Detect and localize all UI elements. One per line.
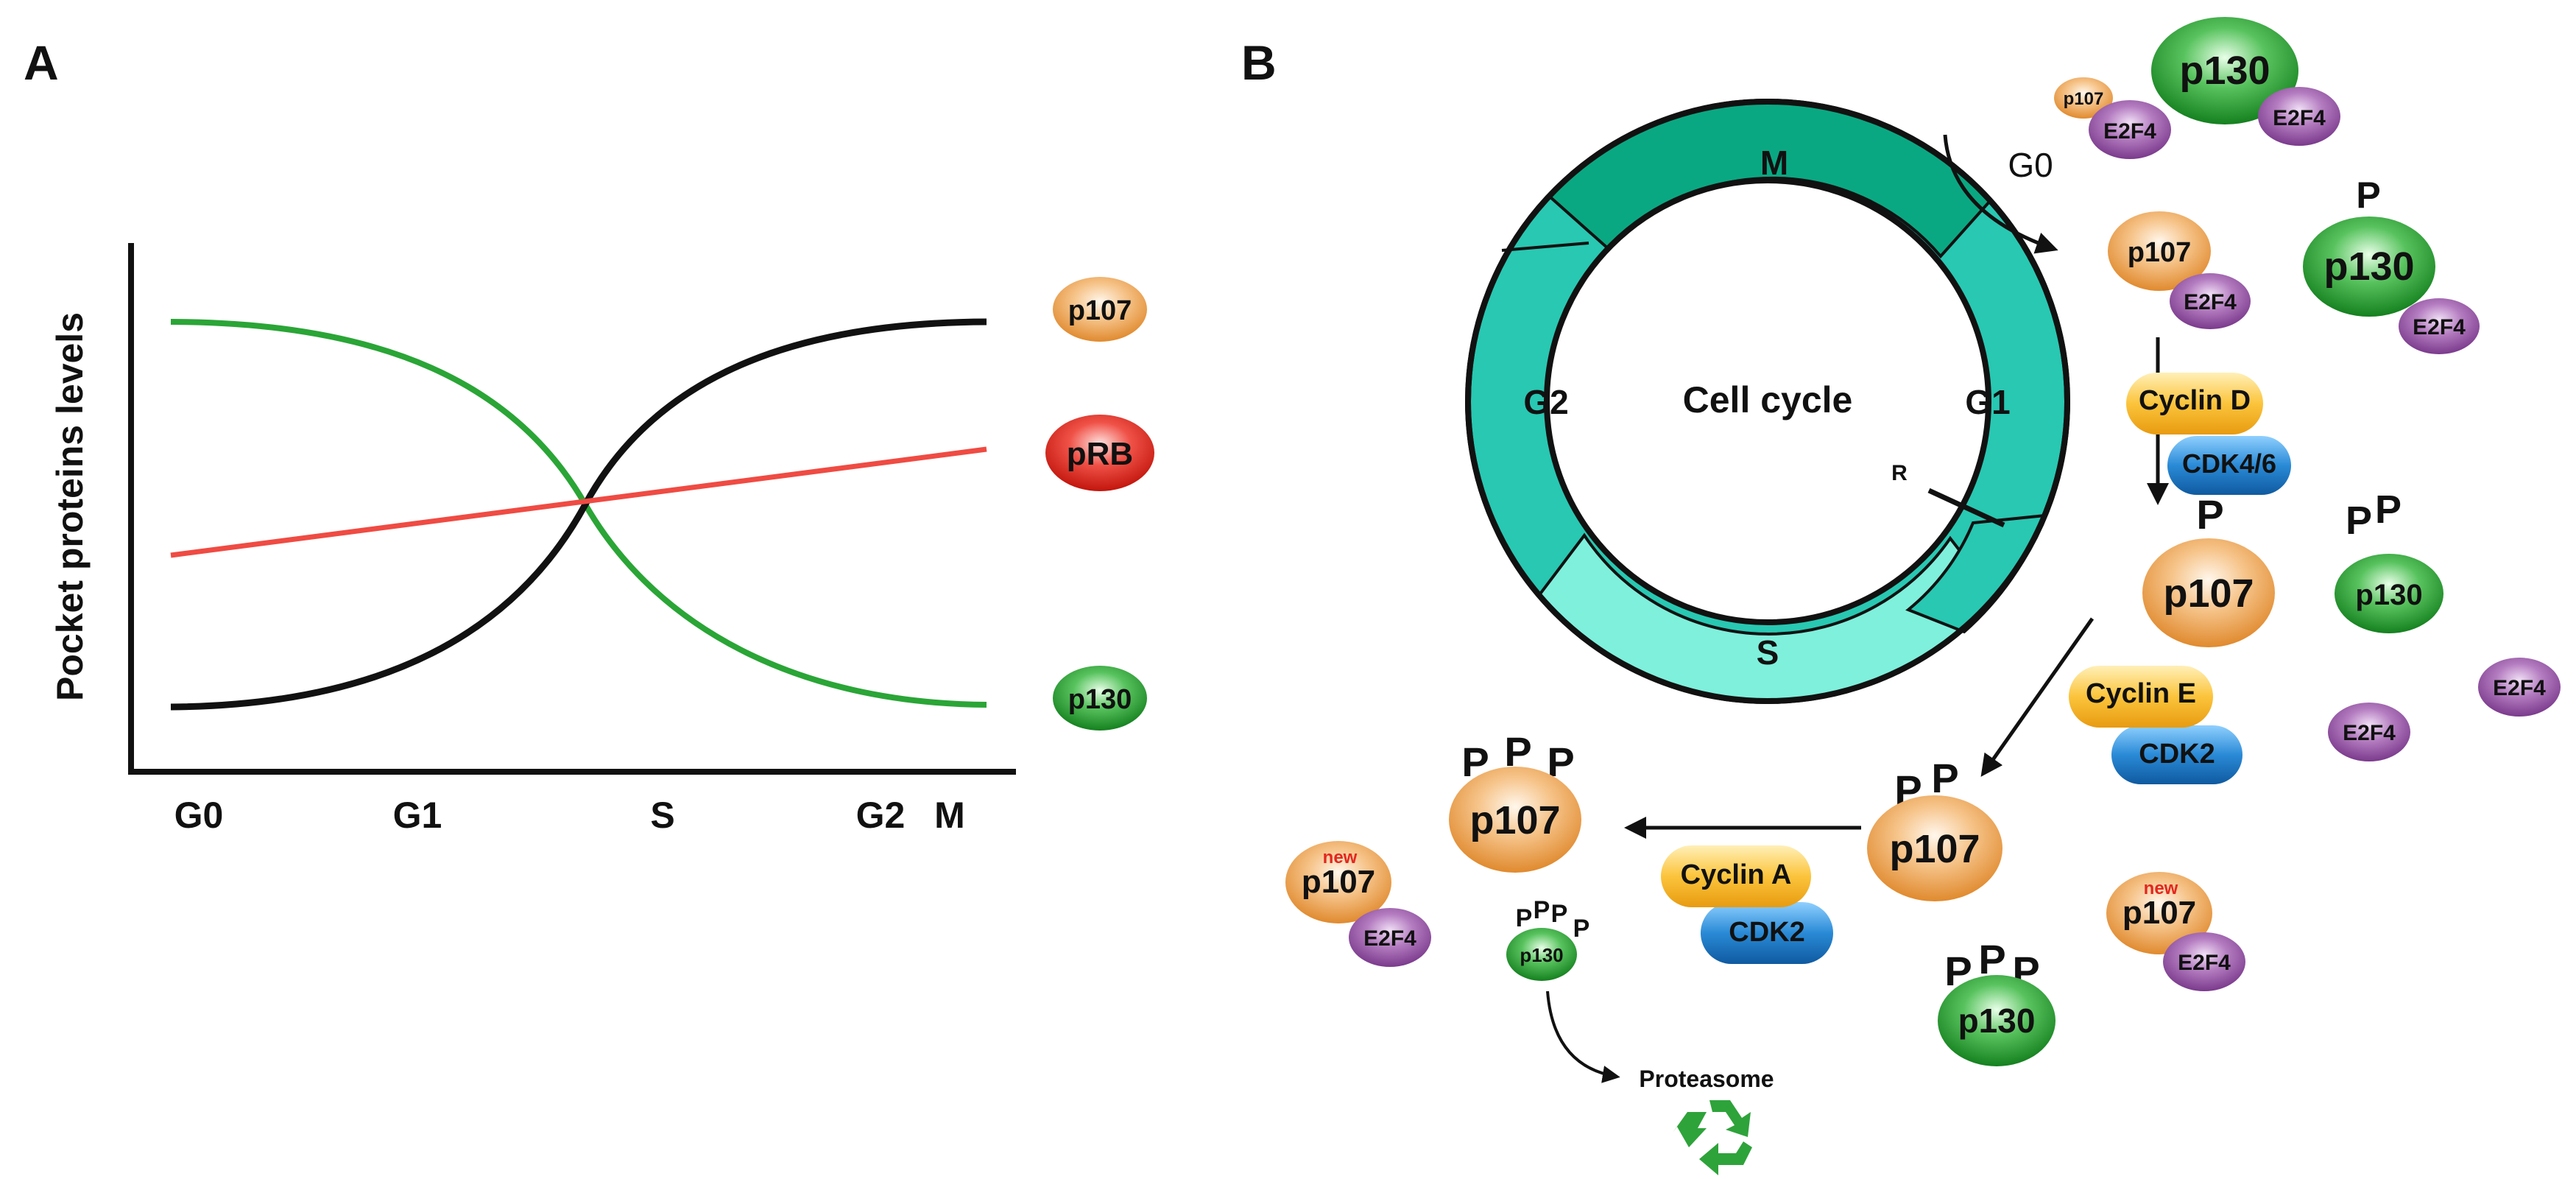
p107-ppp: P P P p107 — [1449, 728, 1581, 873]
e2f4-label-1: E2F4 — [2103, 119, 2156, 144]
p107-small-label: p107 — [2064, 89, 2104, 109]
phase-m-label: M — [1760, 144, 1788, 182]
cdk2-label-a: CDK2 — [1729, 917, 1804, 948]
cyclin-d-label: Cyclin D — [2139, 385, 2251, 416]
p130-large-label: p130 — [2179, 49, 2270, 93]
g0-complexes: p107 E2F4 p130 E2F4 — [2054, 17, 2340, 159]
g0-arrow — [1943, 134, 2058, 254]
new-label-right: new — [2144, 879, 2178, 898]
plot-lines — [170, 318, 987, 711]
y-axis-label: Pocket proteins levels — [49, 312, 91, 701]
p107-label-g1: p107 — [2128, 237, 2192, 268]
cell-cycle-diagram: Cell cycle M G1 G2 S R — [1465, 99, 2070, 704]
p130-pppp-small: P P P P p130 — [1506, 896, 1589, 981]
p130-ppp-label: p130 — [1958, 1002, 2036, 1040]
cdk2-label-e: CDK2 — [2139, 739, 2215, 770]
p107-pp-phospho-2: P — [1931, 755, 1958, 801]
recycle-icon — [1673, 1100, 1752, 1175]
arrow-diagonal — [1980, 617, 2095, 777]
restriction-point-line — [1927, 488, 2005, 528]
phase-g1-label: G1 — [1965, 383, 2010, 421]
e2f4-label-7: E2F4 — [1363, 926, 1416, 951]
p130-ppp-phospho-2: P — [1978, 936, 2005, 982]
cyclin-a-label: Cyclin A — [1681, 859, 1792, 890]
p130-small-phospho-3: P — [1551, 900, 1568, 928]
p130-pp-phospho-2: P — [2375, 488, 2402, 532]
p107-p1-phospho: P — [2196, 491, 2223, 538]
g1-early-complexes: p107 E2F4 P p130 E2F4 — [2108, 175, 2480, 354]
e2f4-label-3: E2F4 — [2184, 290, 2237, 314]
cyclin-e-cdk2: CDK2 Cyclin E — [2069, 666, 2242, 784]
legend-prb-label: pRB — [1067, 436, 1133, 472]
p107-level-curve — [170, 318, 987, 711]
g0-label: G0 — [2008, 146, 2053, 184]
phospho-p-label: P — [2356, 175, 2380, 216]
proteasome-label: Proteasome — [1639, 1066, 1774, 1092]
p107-p1: P p107 — [2142, 491, 2275, 647]
p107-ppp-label: p107 — [1469, 798, 1560, 842]
tick-g1: G1 — [393, 795, 442, 836]
legend-p130-label: p130 — [1068, 684, 1132, 715]
e2f4-label-4: E2F4 — [2413, 315, 2466, 339]
plot-axes — [128, 243, 1016, 775]
p130-ppp: P P P p130 — [1938, 936, 2055, 1066]
tick-g0: G0 — [174, 795, 224, 836]
tick-m: M — [934, 795, 965, 836]
p130-pp: P P p130 — [2335, 488, 2443, 633]
legend-p130: p130 — [1053, 666, 1147, 731]
legend-prb: pRB — [1045, 415, 1154, 491]
p107-p1-label: p107 — [2163, 571, 2254, 616]
x-axis-ticks: G0 G1 S G2 M — [174, 795, 965, 836]
new-p107-left-label: p107 — [1302, 864, 1375, 900]
tick-s: S — [650, 795, 674, 836]
panel-a-letter: A — [24, 35, 59, 90]
tick-g2: G2 — [856, 795, 906, 836]
restriction-point-label: R — [1891, 461, 1908, 485]
p130-small-phospho-2: P — [1534, 896, 1550, 924]
p130-pp-label: p130 — [2355, 579, 2422, 611]
p130-small-label: p130 — [1520, 944, 1563, 966]
p130-label-g1: p130 — [2323, 244, 2414, 289]
p130-pp-phospho-1: P — [2346, 499, 2372, 543]
new-p107-right: new p107 E2F4 — [2106, 872, 2245, 991]
prb-level-line — [170, 446, 987, 558]
p130-small-phospho-4: P — [1573, 915, 1590, 943]
cell-cycle-label: Cell cycle — [1683, 379, 1853, 420]
cyclin-d-cdk46: CDK4/6 Cyclin D — [2126, 373, 2291, 495]
cyclin-a-cdk2: CDK2 Cyclin A — [1661, 845, 1833, 964]
panel-b-letter: B — [1241, 35, 1277, 90]
free-e2f4: E2F4 E2F4 — [2328, 658, 2561, 761]
legend-p107: p107 — [1053, 277, 1147, 342]
cdk46-label: CDK4/6 — [2182, 448, 2276, 479]
p130-small-phospho-1: P — [1516, 904, 1533, 932]
p107-pp-label: p107 — [1889, 827, 1980, 871]
proteasome-arrow — [1546, 990, 1620, 1083]
new-label-left: new — [1323, 848, 1358, 867]
e2f4-label-6: E2F4 — [2343, 721, 2396, 745]
e2f4-label-8: E2F4 — [2178, 951, 2231, 975]
p107-pp: P P p107 — [1867, 755, 2002, 901]
cyclin-e-label: Cyclin E — [2086, 678, 2196, 709]
legend-p107-label: p107 — [1068, 295, 1132, 326]
e2f4-label-5: E2F4 — [2493, 676, 2546, 700]
e2f4-label-2: E2F4 — [2273, 106, 2326, 130]
phase-s-label: S — [1757, 633, 1779, 672]
new-p107-right-label: p107 — [2122, 895, 2196, 931]
new-p107-left: new p107 E2F4 — [1285, 841, 1431, 967]
phase-g2-label: G2 — [1523, 383, 1568, 421]
